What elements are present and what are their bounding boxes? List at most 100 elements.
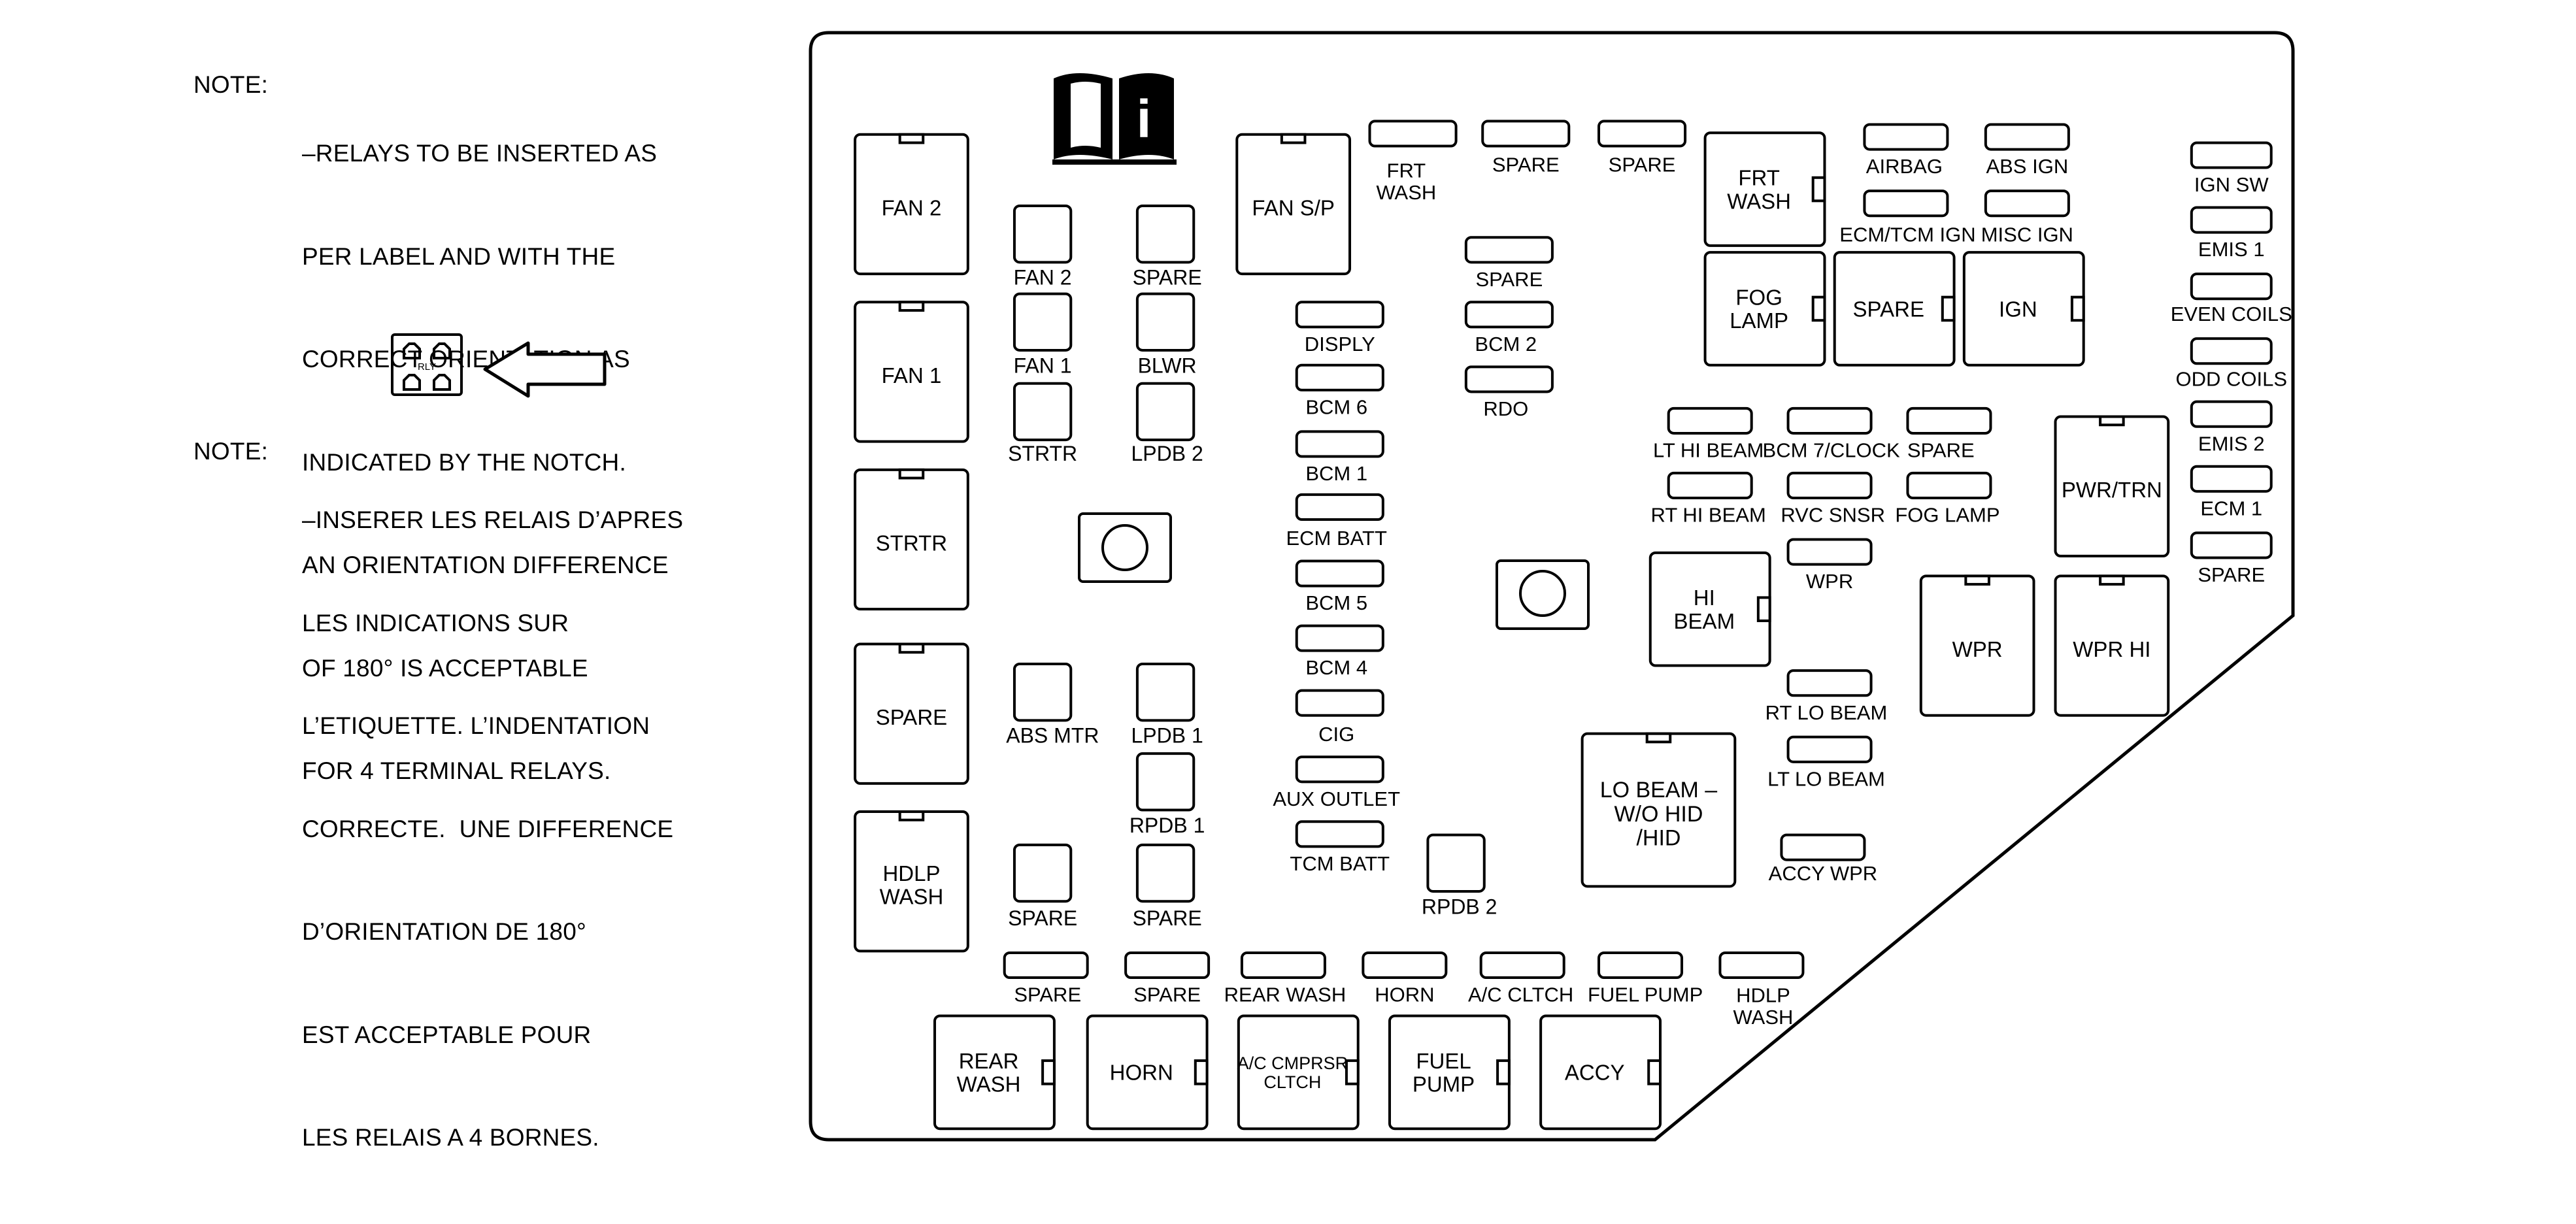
fuse-airbag: AIRBAG <box>1863 123 1949 178</box>
fuse-bcm2: BCM 2 <box>1464 301 1554 356</box>
rpdb2-fuse-label: RPDB 2 <box>1422 895 1497 918</box>
note-french-body: –INSERER LES RELAIS D’APRES LES INDICATI… <box>302 435 683 1224</box>
fan2-fuse: FAN 2 <box>1012 204 1073 289</box>
fuse-odd-coils: ODD COILS <box>2175 337 2287 390</box>
lo-beam-relay-label: /HID <box>1636 826 1681 851</box>
note-line: OF 180° IS ACCEPTABLE <box>302 654 588 682</box>
fuse-spare-far-right-label: SPARE <box>2198 563 2265 586</box>
fuse-bcm5-label: BCM 5 <box>1305 591 1367 614</box>
spare-relay-left: SPARE <box>854 642 969 785</box>
note-line: –INSERER LES RELAIS D’APRES <box>302 506 684 533</box>
fuse-spare-bottom-1-label: SPARE <box>1014 984 1081 1006</box>
fan-sp-relay-label: FAN S/P <box>1252 195 1335 220</box>
fan1-fuse: FAN 1 <box>1012 292 1073 377</box>
fuse-rvc-snsr-label: RVC SNSR <box>1781 504 1885 527</box>
fuse-horn-fuse: HORN <box>1362 951 1448 1006</box>
hdlp-wash-relay-label: HDLP <box>882 861 940 885</box>
fuse-emis2-label: EMIS 2 <box>2198 432 2265 455</box>
lo-beam-relay: LO BEAM –W/O HID/HID <box>1581 732 1737 888</box>
relay-notch <box>1280 133 1307 144</box>
fuse-rt-lo-beam: RT LO BEAM <box>1765 669 1888 724</box>
fuse-rear-wash-fuse: REAR WASH <box>1224 951 1347 1006</box>
relay-notch <box>1194 1059 1209 1085</box>
fog-lamp-relay-label: FOG <box>1735 286 1782 310</box>
fuse-emis1: EMIS 1 <box>2190 206 2273 261</box>
fuse-aux-outlet: AUX OUTLET <box>1273 755 1400 810</box>
spare-fuse-1: SPARE <box>1133 204 1202 289</box>
fuse-emis1-label: EMIS 1 <box>2198 238 2265 261</box>
lo-beam-relay-label: LO BEAM – <box>1600 778 1718 802</box>
fuse-frt-wash-fuse-label: WASH <box>1376 181 1436 204</box>
note-line: LES INDICATIONS SUR <box>302 609 569 637</box>
fan2-relay: FAN 2 <box>854 133 969 276</box>
fuse-horn-fuse-label: HORN <box>1375 984 1434 1006</box>
fuse-odd-coils-label: ODD COILS <box>2175 367 2287 390</box>
fuse-spare-top-1-label: SPARE <box>1492 154 1560 176</box>
fuse-spare-top-2-label: SPARE <box>1609 154 1676 176</box>
fuse-rdo: RDO <box>1464 365 1554 420</box>
note-english-heading: NOTE: <box>193 71 269 98</box>
relay-notch <box>1811 176 1826 203</box>
fuse-rt-hi-beam: RT HI BEAM <box>1651 471 1766 527</box>
fuse-accy-wpr: ACCY WPR <box>1769 833 1877 885</box>
relay-notch <box>1496 1059 1511 1085</box>
fuse-ecm1: ECM 1 <box>2190 465 2273 520</box>
fuse-spare-far-right: SPARE <box>2190 531 2273 586</box>
fan1-relay-label: FAN 1 <box>882 363 942 388</box>
relay-symbol-icon: RLY <box>391 333 463 396</box>
fuse-spare-top-1: SPARE <box>1481 120 1571 176</box>
horn-relay: HORN <box>1086 1014 1209 1131</box>
relay-notch <box>898 468 925 480</box>
fuse-even-coils-label: EVEN COILS <box>2171 303 2292 325</box>
fuse-wpr-fuse: WPR <box>1786 538 1873 593</box>
note-line: D’ORIENTATION DE 180° <box>302 918 586 945</box>
fuse-bcm7-clock: BCM 7/CLOCK <box>1763 406 1900 462</box>
lpdb2-fuse: LPDB 2 <box>1131 382 1203 465</box>
relay-notch <box>1756 596 1771 622</box>
fuse-rt-hi-beam-label: RT HI BEAM <box>1651 504 1766 527</box>
lpdb1-fuse-label: LPDB 1 <box>1131 724 1203 748</box>
fuse-spare-bottom-2: SPARE <box>1124 951 1211 1006</box>
relay-notch <box>898 810 925 821</box>
note-line: –RELAYS TO BE INSERTED AS <box>302 140 658 167</box>
note-line: PER LABEL AND WITH THE <box>302 242 616 270</box>
fuse-rt-lo-beam-label: RT LO BEAM <box>1765 701 1888 724</box>
relay-notch <box>898 133 925 144</box>
fuse-lt-hi-beam: LT HI BEAM <box>1653 406 1764 462</box>
fuse-spare-bottom-2-label: SPARE <box>1133 984 1201 1006</box>
fuse-cig: CIG <box>1295 689 1384 746</box>
fuse-rear-wash-fuse-label: REAR WASH <box>1224 984 1347 1006</box>
fuse-bcm1: BCM 1 <box>1295 430 1384 485</box>
relay-notch <box>2099 415 2125 427</box>
fuse-hdlp-wash-fuse-label: WASH <box>1733 1006 1794 1029</box>
pwr-trn-relay: PWR/TRN <box>2054 415 2170 557</box>
fuse-bcm4: BCM 4 <box>1295 624 1384 679</box>
fuse-fuel-pump-fuse: FUEL PUMP <box>1588 951 1703 1006</box>
relay-notch <box>1647 1059 1662 1085</box>
rear-wash-relay-label: REAR <box>959 1049 1019 1073</box>
fuse-lt-lo-beam: LT LO BEAM <box>1767 735 1885 790</box>
fuse-bcm1-label: BCM 1 <box>1305 462 1367 485</box>
wpr-relay-label: WPR <box>1952 637 2003 661</box>
fuse-ecm-tcm-ign-label: ECM/TCM IGN <box>1839 223 1975 246</box>
note-line: CORRECTE. UNE DIFFERENCE <box>302 815 674 842</box>
mounting-boss <box>1496 559 1590 630</box>
fuse-lt-hi-beam-label: LT HI BEAM <box>1653 439 1764 462</box>
strtr-fuse-label: STRTR <box>1008 442 1077 465</box>
fuse-bcm5: BCM 5 <box>1295 559 1384 614</box>
spare-relay-left-label: SPARE <box>876 705 947 729</box>
svg-text:i: i <box>1137 90 1152 149</box>
frt-wash-relay-label: WASH <box>1727 189 1791 213</box>
fuel-pump-relay-label: PUMP <box>1413 1072 1475 1097</box>
spare-fuse-2-label: SPARE <box>1008 906 1077 930</box>
fuse-ecm1-label: ECM 1 <box>2200 497 2262 520</box>
fuse-fog-lamp-fuse-label: FOG LAMP <box>1895 504 1999 527</box>
fuse-ign-sw-label: IGN SW <box>2194 173 2269 196</box>
fuse-ac-cltch: A/C CLTCH <box>1468 951 1573 1006</box>
hi-beam-relay-label: BEAM <box>1674 609 1735 633</box>
